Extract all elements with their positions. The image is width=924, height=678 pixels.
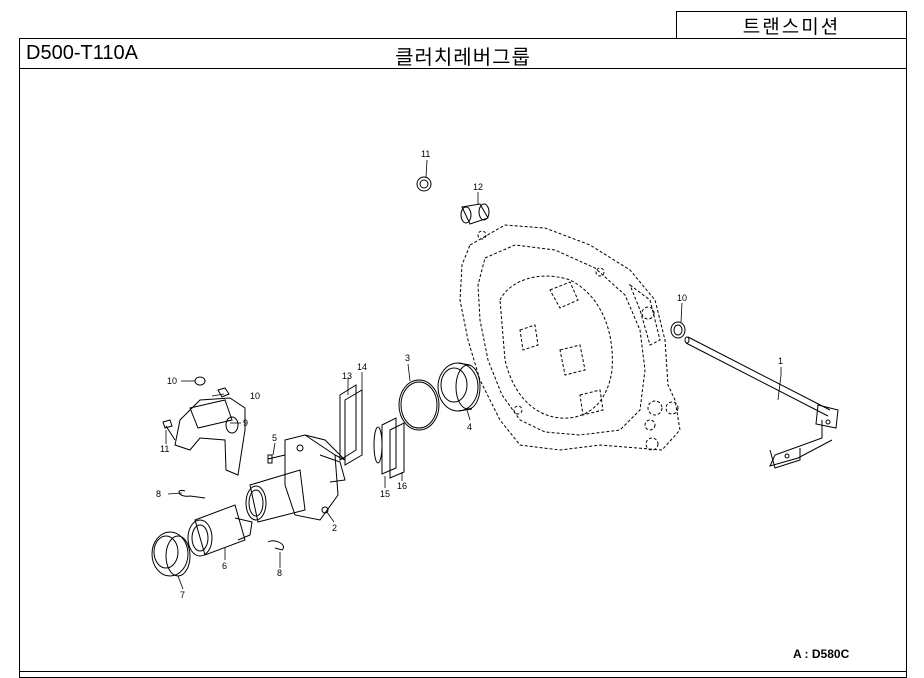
label-6: 6 [222, 561, 227, 571]
label-2: 2 [332, 523, 337, 533]
leader-lines [165, 159, 782, 590]
part-5-bolt [267, 454, 286, 464]
drawing-title: 클러치레버그룹 [395, 45, 531, 69]
label-7: 7 [180, 590, 185, 600]
label-3: 3 [405, 353, 410, 363]
housing-drawing [459, 224, 681, 451]
label-8-top: 8 [156, 489, 161, 499]
drawing-code: D500-T110A [26, 42, 138, 64]
drawing-frame: D500-T110A 클러치레버그룹 [19, 38, 907, 678]
part-8-clips [178, 489, 284, 551]
label-17: 15 [380, 489, 390, 499]
part-13-ring [416, 176, 432, 192]
part-2-release-housing [245, 434, 346, 523]
label-4: 4 [467, 422, 472, 432]
label-5: 5 [272, 433, 277, 443]
label-14: 12 [473, 182, 483, 192]
label-8-bottom: 8 [277, 568, 282, 578]
model-reference: A : D580C [793, 647, 850, 661]
label-16: 14 [357, 362, 367, 372]
part-1-shaft-lever [684, 336, 839, 469]
part-11-bolt [162, 419, 176, 441]
part-12-bushing [670, 321, 686, 339]
label-9: 9 [243, 418, 248, 428]
part-3-o-ring [398, 379, 440, 431]
label-11: 11 [160, 444, 169, 454]
label-12: 10 [677, 293, 687, 303]
label-18: 16 [397, 481, 407, 491]
label-13: 11 [421, 149, 430, 159]
category-label: 트랜스미션 [676, 11, 907, 38]
label-1: 1 [778, 356, 783, 366]
part-6-bearing-carrier [187, 504, 253, 557]
title-row: D500-T110A 클러치레버그룹 [20, 39, 906, 69]
bottom-rule [19, 671, 907, 672]
part-7-seal [151, 531, 191, 577]
label-15: 13 [342, 371, 352, 381]
part-14-bushing [460, 203, 490, 225]
shims-15-18 [339, 384, 405, 479]
part-9-fork [174, 397, 246, 476]
label-10-right: 10 [250, 391, 260, 401]
label-10-left: 10 [167, 376, 177, 386]
part-4-seal [437, 362, 481, 412]
